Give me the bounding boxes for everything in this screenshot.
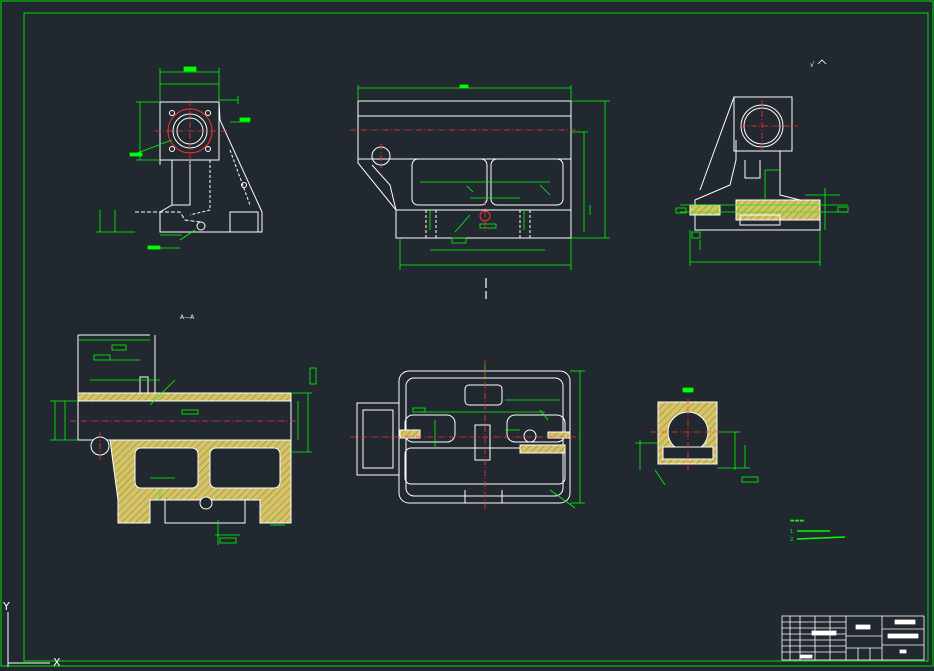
technical-notes: ▬▬▬ 1. 2. <box>790 518 846 543</box>
side-view-right-dims <box>675 169 849 266</box>
note-1: 1. <box>790 529 795 535</box>
detail-view <box>657 401 718 465</box>
detail-view-centerlines <box>650 398 725 470</box>
svg-text:▬▬▬: ▬▬▬ <box>790 518 804 524</box>
title-block <box>781 615 925 661</box>
section-view-left <box>77 334 292 524</box>
front-view <box>357 100 572 239</box>
ucs-x-label: X <box>53 656 61 667</box>
section-title: A—A <box>180 314 195 321</box>
side-view-left-centerlines <box>155 100 228 165</box>
ucs-y-label: Y <box>2 600 10 613</box>
roughness-symbol: √ <box>810 59 827 69</box>
side-view-left <box>135 101 263 233</box>
front-view-centerlines <box>350 129 580 232</box>
side-view-left-dims <box>96 66 251 250</box>
side-view-right-centerlines <box>740 100 798 152</box>
section-view-left-centerlines <box>70 420 300 462</box>
ucs-x-axis-icon: X <box>8 656 61 669</box>
roughness-label: √ <box>810 61 815 69</box>
ucs-y-axis-icon: Y <box>2 600 10 667</box>
note-2: 2. <box>790 537 795 543</box>
section-view-left-dims <box>50 339 317 545</box>
front-view-dims <box>357 84 610 270</box>
top-view-centerlines <box>350 360 580 510</box>
side-view-right <box>689 96 821 231</box>
section-label: A—A <box>180 314 195 321</box>
